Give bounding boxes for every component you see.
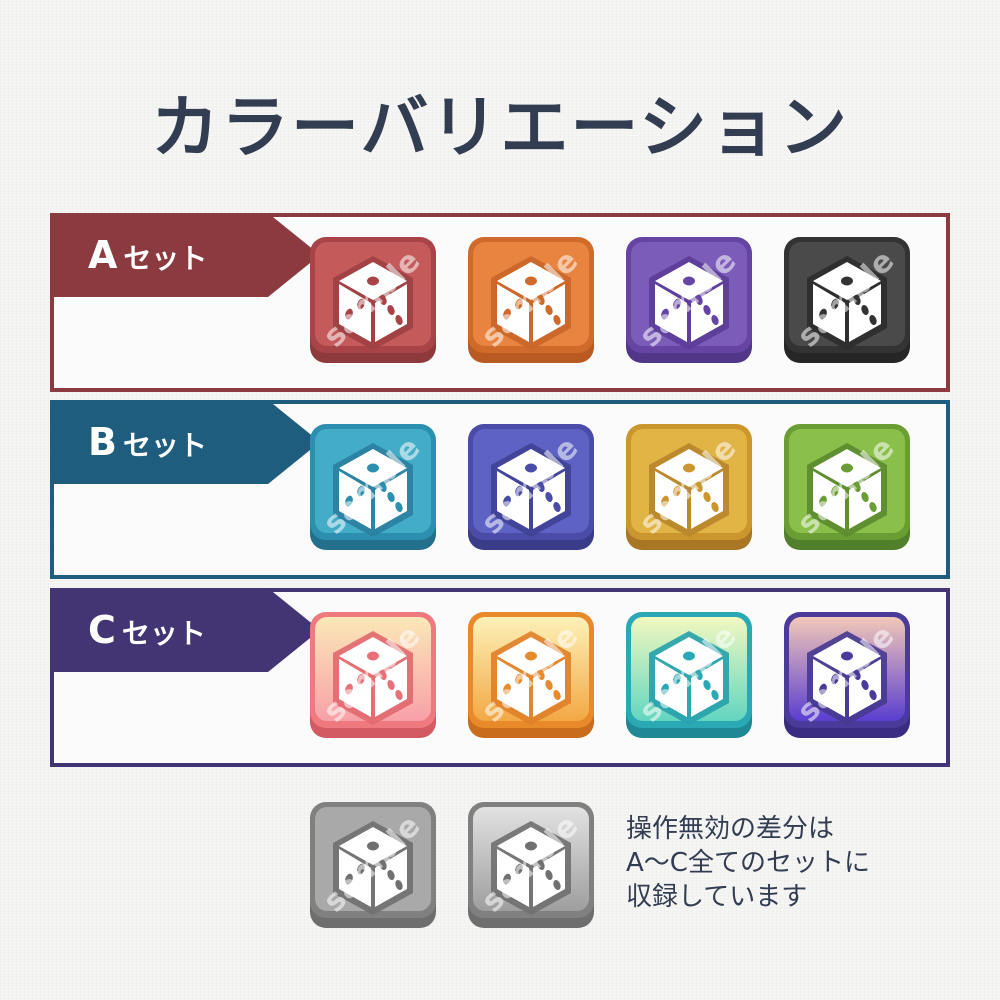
- set-a-suffix: セット: [123, 242, 208, 275]
- dice-icon-gold: sample: [625, 423, 753, 551]
- set-c-letter: C: [88, 608, 116, 652]
- set-a-letter: A: [88, 233, 118, 277]
- set-b-letter: B: [88, 420, 117, 464]
- disabled-note: 操作無効の差分は A〜C全てのセットに 収録しています: [626, 812, 870, 914]
- set-b-suffix: セット: [122, 429, 207, 462]
- dice-icon-pink-gradient: sample: [309, 611, 437, 739]
- set-a-icon-row: sample sample sample: [309, 236, 911, 364]
- note-line: 操作無効の差分は: [626, 814, 835, 844]
- page-title: カラーバリエーション: [151, 89, 849, 168]
- dice-icon-indigo: sample: [467, 423, 595, 551]
- dice-icon-disabled-gray-flat: sample: [309, 801, 437, 929]
- set-c-label: C セット: [50, 588, 320, 672]
- dice-icon-cyan: sample: [309, 423, 437, 551]
- note-line: 収録しています: [626, 882, 808, 912]
- dice-icon-disabled-gray-gradient: sample: [467, 801, 595, 929]
- set-c-icon-row: sample sample sample: [309, 611, 911, 739]
- dice-icon-teal-gradient: sample: [625, 611, 753, 739]
- set-a-panel: A セット sample sample: [50, 213, 950, 392]
- set-b-panel: B セット sample sample: [50, 400, 950, 579]
- set-c-suffix: セット: [121, 617, 206, 650]
- dice-icon-red: sample: [309, 236, 437, 364]
- dice-icon-green: sample: [783, 423, 911, 551]
- set-c-panel: C セット sample sample: [50, 588, 950, 767]
- disabled-icon-row: sample sample: [309, 801, 595, 929]
- dice-icon-black: sample: [783, 236, 911, 364]
- set-b-icon-row: sample sample sample: [309, 423, 911, 551]
- dice-icon-orange: sample: [467, 236, 595, 364]
- set-a-label: A セット: [50, 213, 320, 297]
- dice-icon-purple: sample: [625, 236, 753, 364]
- dice-icon-violet-gradient: sample: [783, 611, 911, 739]
- set-b-label: B セット: [50, 400, 320, 484]
- dice-icon-orange-gradient: sample: [467, 611, 595, 739]
- note-line: A〜C全てのセットに: [626, 848, 870, 878]
